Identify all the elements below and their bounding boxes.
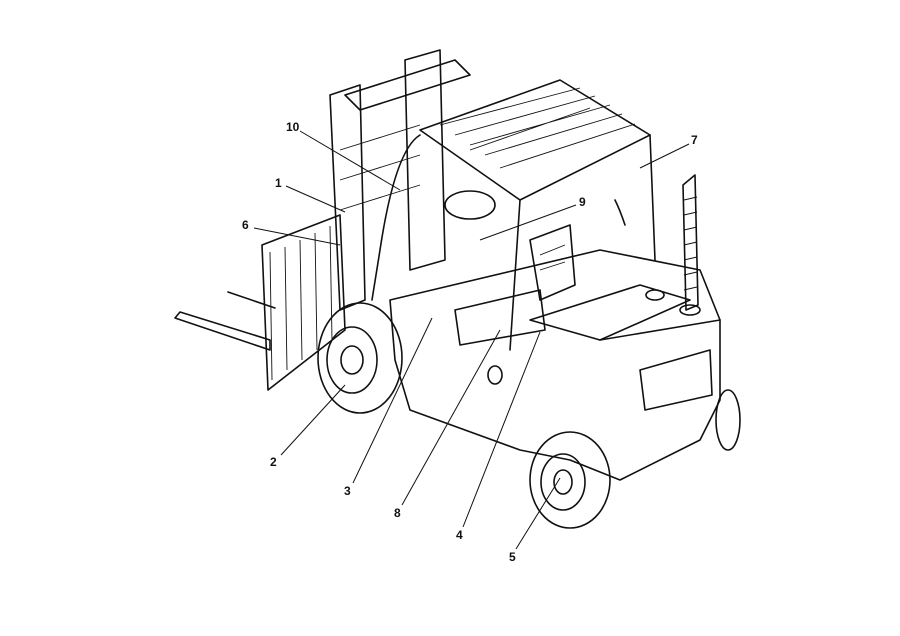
body bbox=[389, 249, 721, 481]
rear-wheel bbox=[529, 431, 611, 529]
steering-wheel bbox=[444, 190, 496, 220]
callout-7: 7 bbox=[691, 133, 698, 147]
callout-leaders bbox=[253, 130, 690, 550]
callout-8: 8 bbox=[394, 506, 401, 520]
callout-3: 3 bbox=[344, 484, 351, 498]
exhaust-pipe bbox=[682, 174, 699, 311]
fork bbox=[174, 311, 271, 351]
front-wheel bbox=[317, 302, 403, 414]
carriage bbox=[261, 214, 346, 391]
callout-6: 6 bbox=[242, 218, 249, 232]
mast bbox=[329, 84, 366, 311]
callout-2: 2 bbox=[270, 455, 277, 469]
callout-1: 1 bbox=[275, 176, 282, 190]
forklift-drawing bbox=[174, 49, 741, 529]
callout-5: 5 bbox=[509, 550, 516, 564]
callout-9: 9 bbox=[579, 195, 586, 209]
seat bbox=[529, 224, 576, 301]
mast bbox=[404, 49, 446, 271]
fork bbox=[227, 291, 276, 309]
callout-10: 10 bbox=[286, 120, 300, 134]
callout-labels: 1 2 3 4 5 6 7 8 9 10 bbox=[242, 120, 698, 564]
callout-4: 4 bbox=[456, 528, 463, 542]
